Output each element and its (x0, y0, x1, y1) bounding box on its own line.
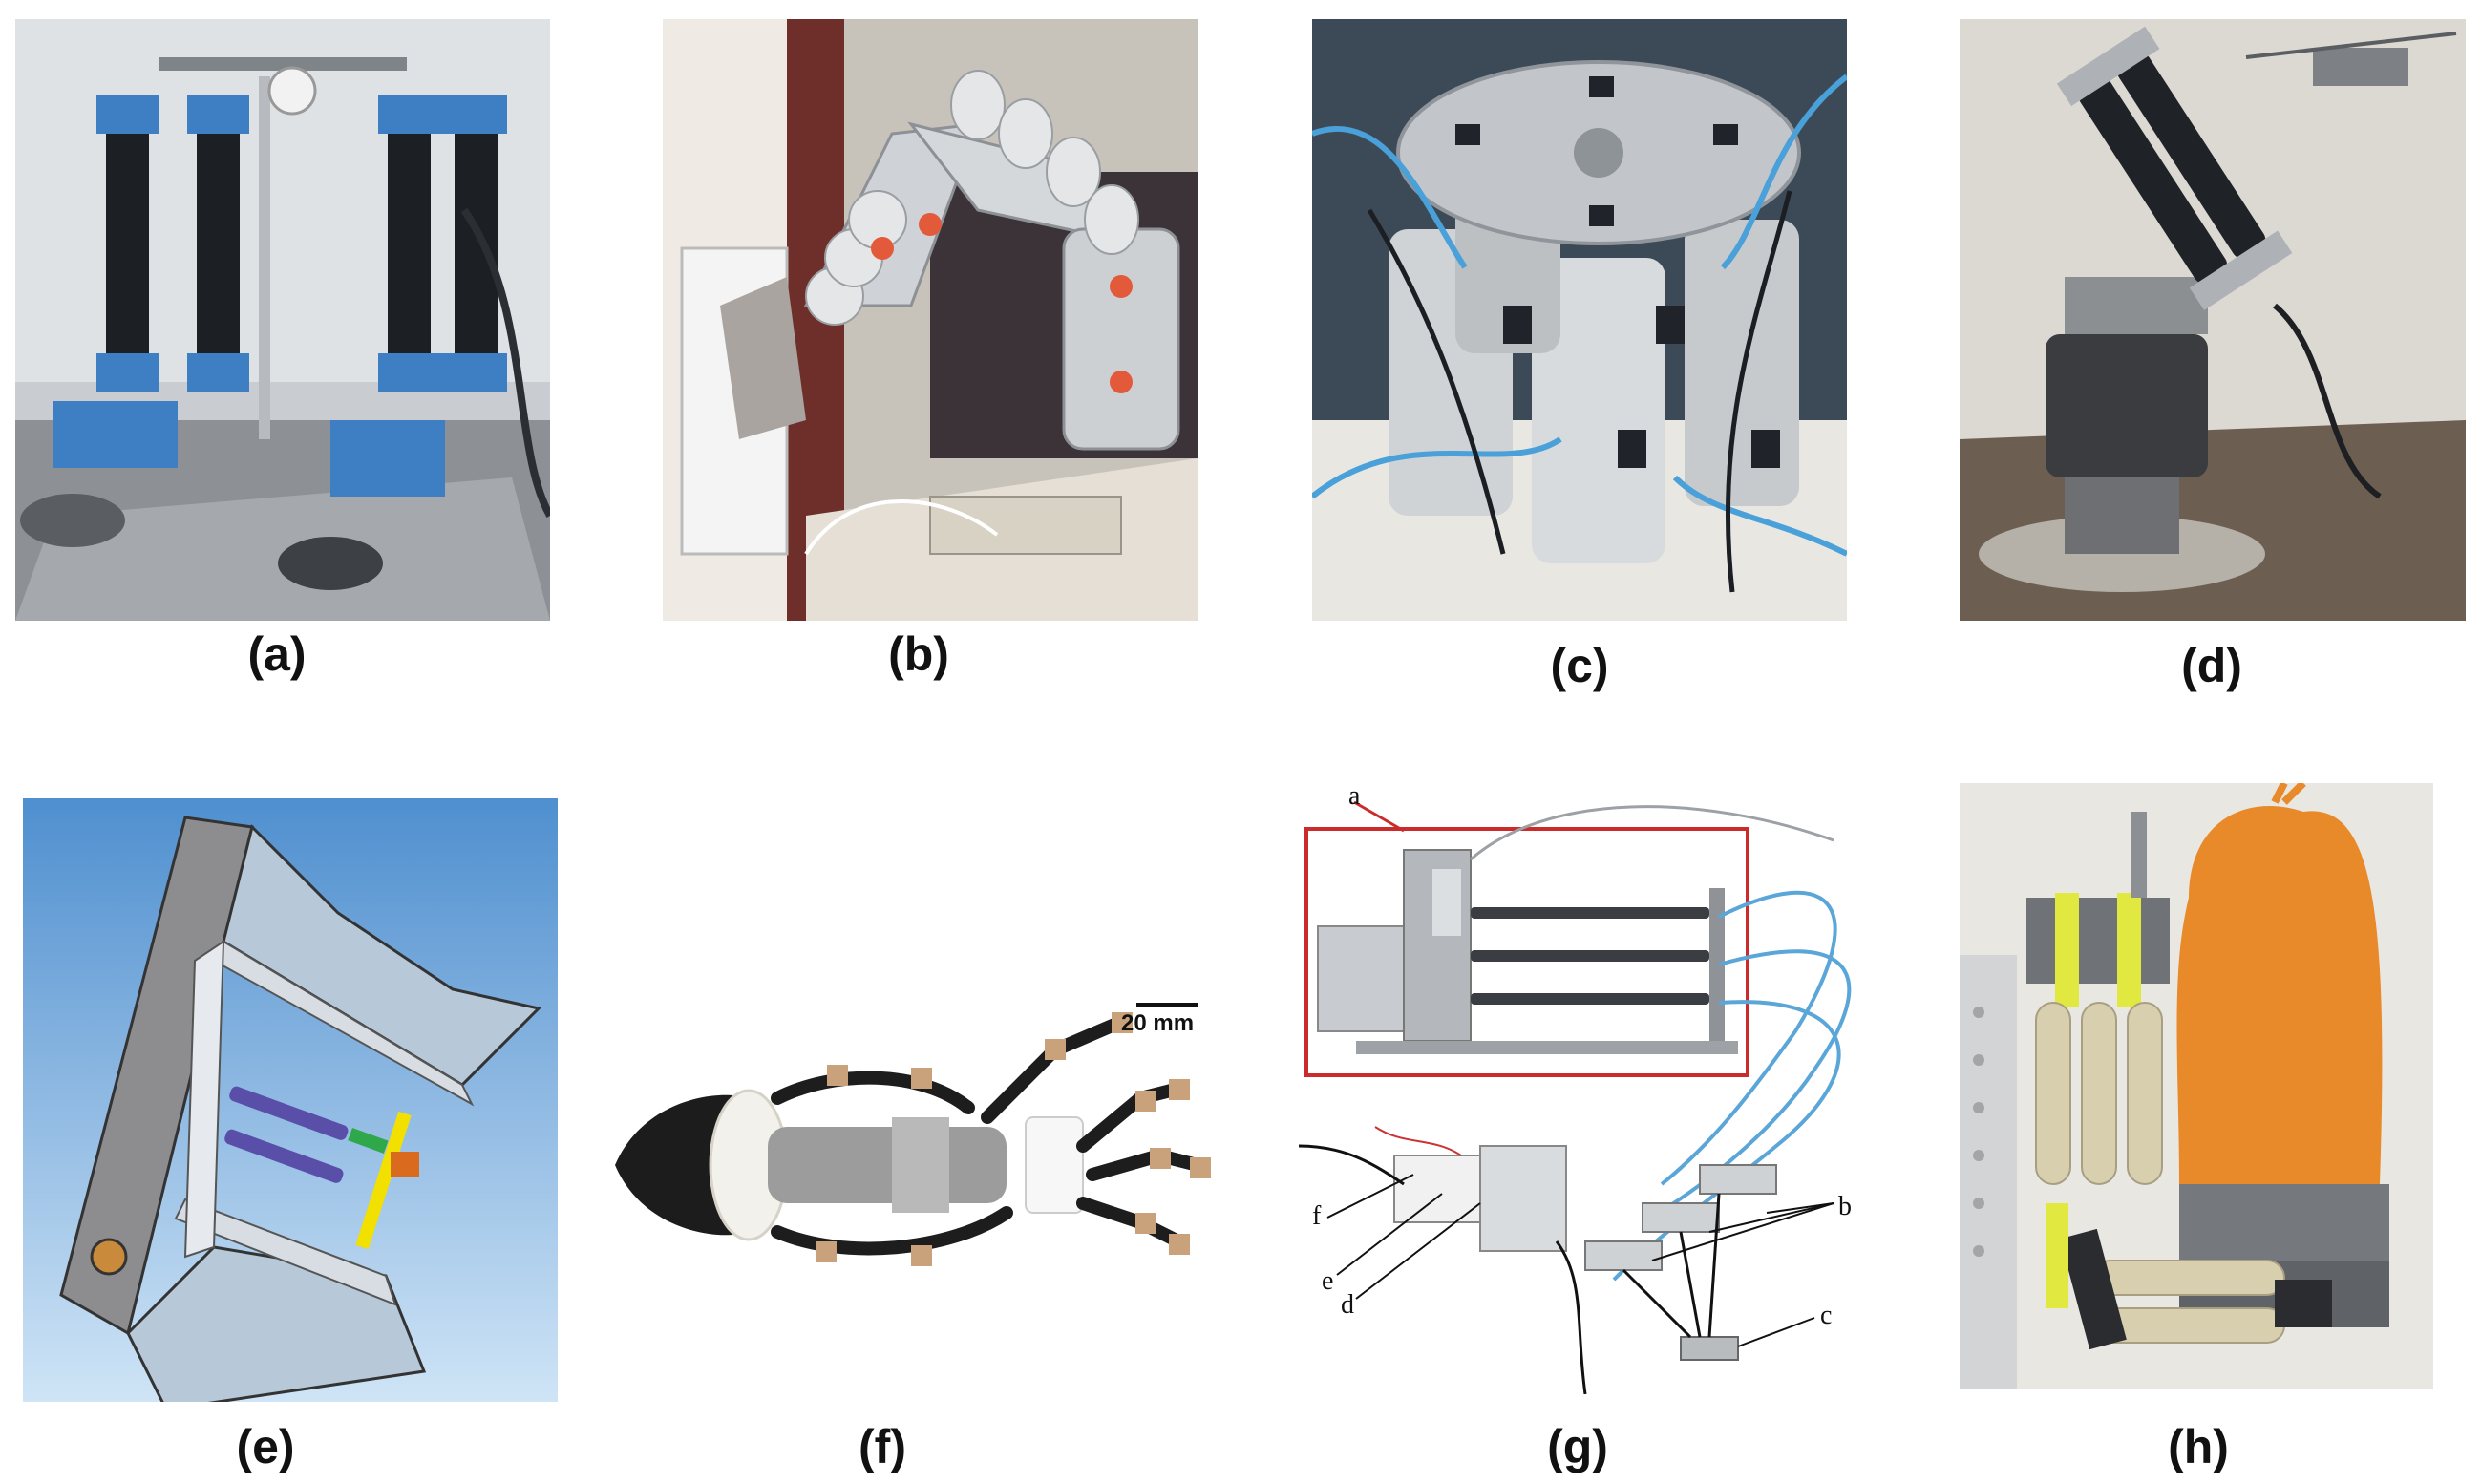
caption-b: (b) (888, 627, 949, 681)
caption-f: (f) (859, 1420, 906, 1473)
callout-label-f: f (1312, 1201, 1322, 1231)
callout-label-e: e (1322, 1266, 1333, 1296)
panel-c-image (1312, 19, 1847, 621)
panel-a-image (15, 19, 550, 621)
caption-g: (g) (1547, 1420, 1608, 1473)
scale-bar-label: 20 mm (1121, 1010, 1195, 1036)
panel-b-image (663, 19, 1198, 621)
panel-d-image (1960, 19, 2466, 621)
panel-g-image: a b c d e f (1299, 783, 1910, 1394)
panel-e-image (23, 798, 558, 1402)
callout-label-c: c (1820, 1301, 1832, 1330)
callout-label-d: d (1341, 1290, 1354, 1320)
caption-h: (h) (2168, 1420, 2229, 1473)
caption-a: (a) (247, 627, 307, 681)
callout-frame (1304, 827, 1749, 1077)
caption-c: (c) (1550, 639, 1609, 692)
callout-label-a: a (1348, 783, 1361, 811)
panel-h-image (1960, 783, 2433, 1389)
caption-e: (e) (236, 1420, 295, 1473)
panel-f-image: 20 mm (605, 984, 1236, 1280)
caption-d: (d) (2181, 639, 2242, 692)
callout-label-b: b (1838, 1192, 1852, 1221)
